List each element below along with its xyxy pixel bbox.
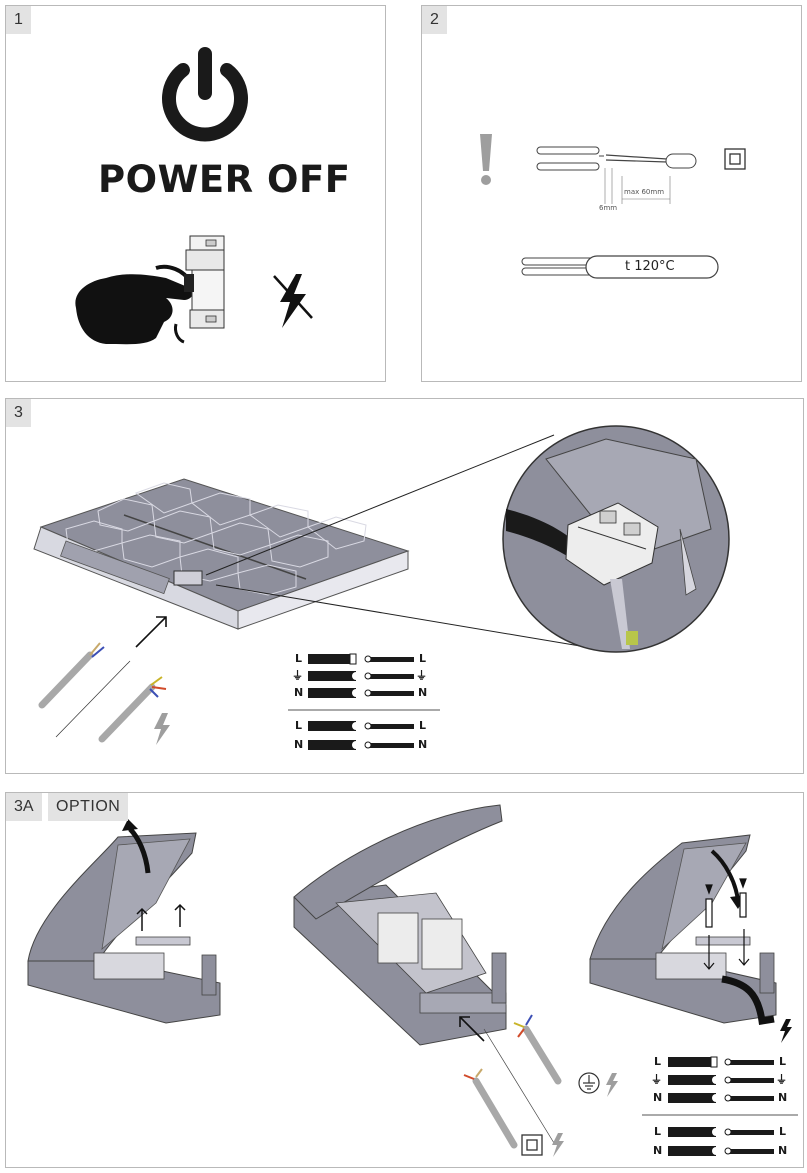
wire-label-right: N	[418, 686, 428, 699]
junction-box-illustration	[27, 804, 798, 1157]
exclamation-icon	[480, 134, 492, 185]
insert-wire-icons	[703, 878, 750, 970]
wire-label-left: N	[294, 738, 304, 751]
wire-label-left: L	[295, 652, 303, 665]
panel-number: 3A	[6, 793, 42, 821]
stripped-wires	[536, 146, 697, 204]
cable-prep-illustration	[480, 134, 746, 279]
panel-cable-prep: 2 6mm max 60mm	[421, 5, 802, 382]
wire-label-left: ⏚	[651, 1073, 662, 1086]
junction-box-open	[27, 832, 221, 1024]
insert-arrow-icon	[135, 616, 167, 648]
lightning-icon	[552, 1133, 564, 1157]
double-insulation-icon	[724, 148, 746, 170]
lightning-icon	[606, 1073, 618, 1097]
wire-label-right: L	[779, 1125, 787, 1138]
wiring-diagram-two-wire	[668, 1127, 774, 1156]
lightning-icon	[780, 1019, 792, 1043]
junction-box-middle	[293, 804, 507, 1046]
panel-connection: 3	[5, 398, 804, 774]
wire-label-left: N	[294, 686, 304, 699]
wire-label-left: N	[653, 1091, 663, 1104]
power-icon	[162, 47, 248, 142]
temperature-label: t 120°C	[625, 259, 675, 274]
wire-label-right: L	[779, 1055, 787, 1068]
wire-label-left: L	[654, 1055, 662, 1068]
wire-label-right: L	[419, 652, 427, 665]
panel-power-off: 1 POWER OFF	[5, 5, 386, 382]
heater-panel	[33, 478, 410, 630]
insert-arrow-icon	[459, 1016, 485, 1042]
power-off-title: POWER OFF	[98, 158, 351, 201]
breaker-icon	[184, 235, 225, 329]
heat-resistant-cable	[521, 255, 719, 279]
heater-illustration	[33, 425, 730, 750]
wiring-diagram-three-wire	[308, 653, 414, 698]
power-illustration	[75, 47, 313, 345]
wire-label-right: L	[419, 719, 427, 732]
no-voltage-icon	[273, 274, 313, 328]
lift-arrows-icon	[136, 903, 186, 931]
double-insulation-icon	[521, 1134, 543, 1156]
open-lid-arrow-icon	[122, 819, 151, 874]
cable-three-wire	[98, 676, 167, 743]
cable-two-wire	[463, 1068, 518, 1149]
option-label: OPTION	[48, 793, 129, 821]
wire-label-right: N	[418, 738, 428, 751]
wire-label-left: N	[653, 1144, 663, 1157]
panel-option-junction-box: 3A OPTION	[5, 792, 804, 1168]
connector-detail	[502, 425, 730, 653]
wire-label-right: ⏚	[776, 1073, 787, 1086]
panel-number: 1	[6, 6, 31, 34]
max-length-label: max 60mm	[624, 188, 665, 196]
hand-icon	[75, 264, 193, 345]
junction-box-closing	[589, 834, 777, 1026]
wire-label-left: L	[654, 1125, 662, 1138]
wire-label-left: ⏚	[292, 669, 303, 682]
panel-number: 2	[422, 6, 447, 34]
ground-icon	[578, 1072, 600, 1094]
panel-number: 3	[6, 399, 31, 427]
wiring-diagram-two-wire	[308, 721, 414, 750]
wire-label-right: N	[778, 1091, 788, 1104]
wire-label-left: L	[295, 719, 303, 732]
wiring-diagram-three-wire	[668, 1056, 774, 1103]
cable-two-wire	[38, 642, 105, 709]
lightning-icon	[154, 713, 170, 745]
wire-label-right: ⏚	[416, 669, 427, 682]
wire-label-right: N	[778, 1144, 788, 1157]
cable-three-wire	[513, 1014, 562, 1085]
strip-length-label: 6mm	[599, 204, 618, 212]
